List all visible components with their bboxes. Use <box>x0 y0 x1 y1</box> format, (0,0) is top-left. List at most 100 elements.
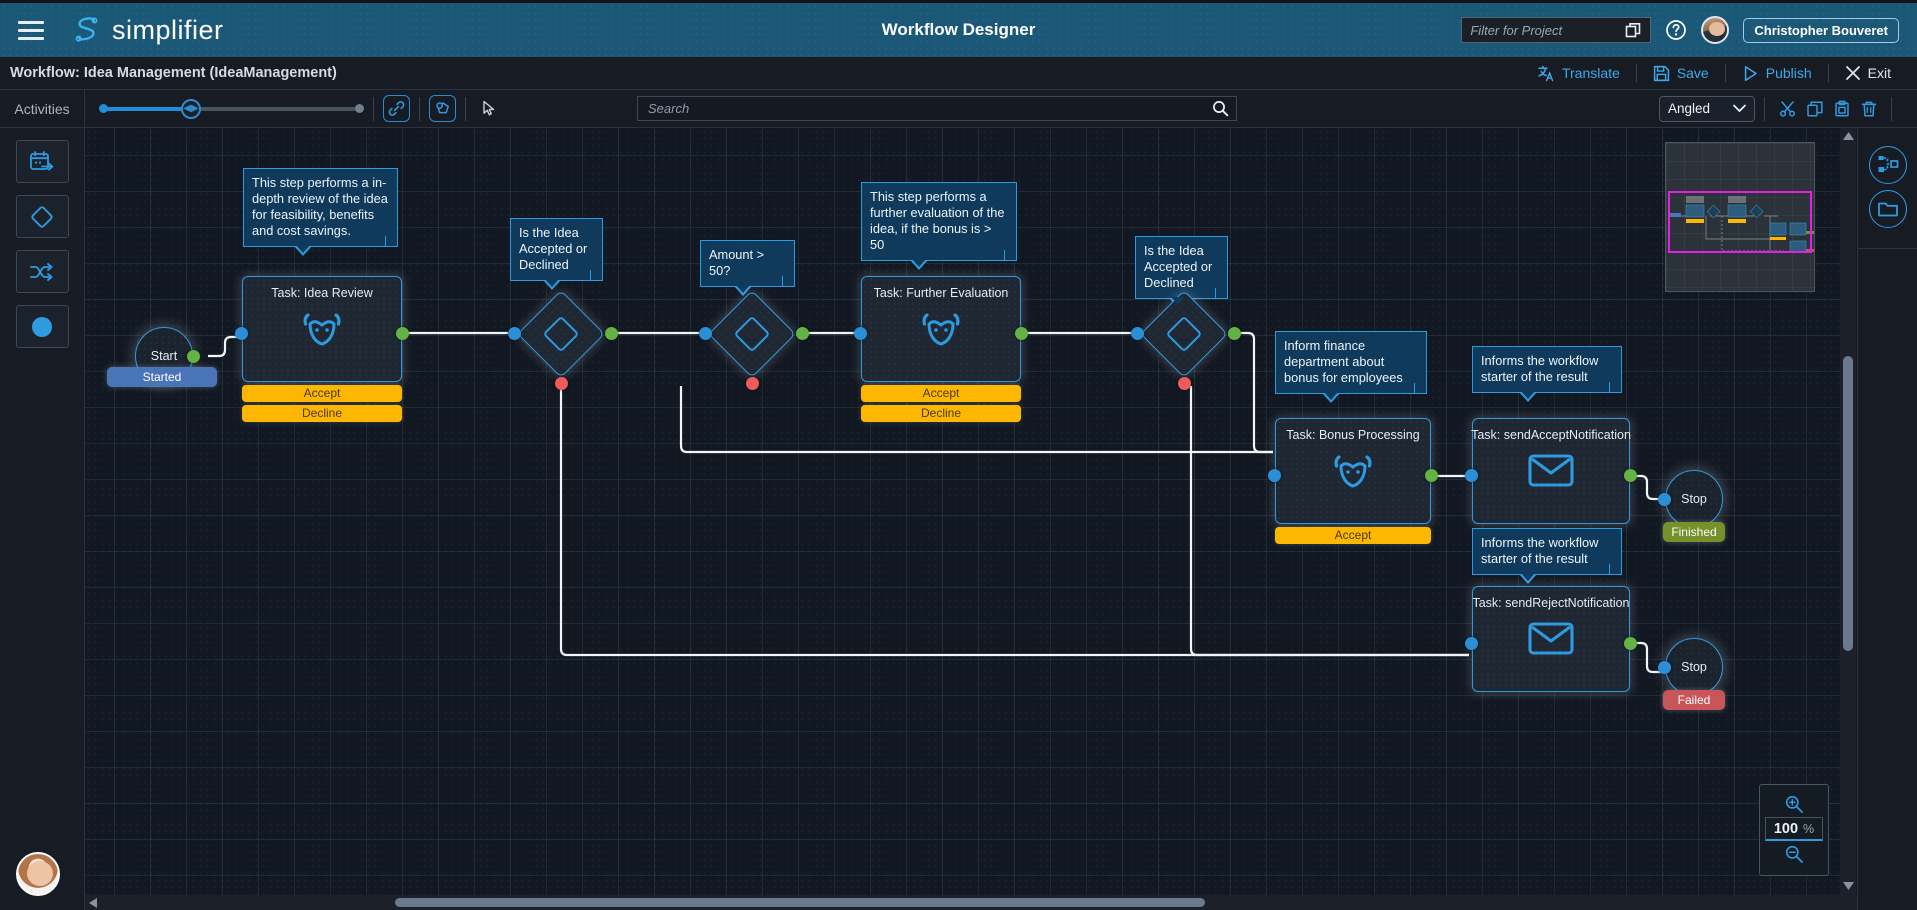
right-panel-group <box>1858 128 1917 249</box>
gateway-shape[interactable] <box>517 290 605 378</box>
port-out[interactable] <box>1228 327 1241 340</box>
structure-panel-button[interactable] <box>1869 146 1907 184</box>
search-icon[interactable] <box>1212 100 1229 117</box>
workflow-canvas[interactable]: Start Started This step performs a in-de… <box>85 128 1857 910</box>
port-in[interactable] <box>1268 469 1281 482</box>
translate-button[interactable]: Translate <box>1522 62 1636 84</box>
button-accept[interactable]: Accept <box>242 385 402 402</box>
port-out[interactable] <box>1015 327 1028 340</box>
exit-button[interactable]: Exit <box>1829 62 1907 84</box>
scroll-left-arrow-icon[interactable] <box>89 898 97 908</box>
pointer-button[interactable] <box>475 95 502 122</box>
port-in[interactable] <box>1465 637 1478 650</box>
port-in[interactable] <box>508 327 521 340</box>
publish-button[interactable]: Publish <box>1726 62 1828 84</box>
node-stop-finished[interactable]: Stop <box>1665 470 1723 528</box>
folder-icon <box>1877 199 1899 219</box>
canvas-vertical-scrollbar[interactable] <box>1840 128 1856 910</box>
gateway-shape[interactable] <box>708 290 796 378</box>
link-button[interactable] <box>383 95 410 122</box>
port-error[interactable] <box>746 377 759 390</box>
stop-node-label: Stop <box>1681 492 1707 506</box>
port-error[interactable] <box>555 377 568 390</box>
vertical-scroll-thumb[interactable] <box>1843 356 1853 651</box>
button-decline[interactable]: Decline <box>242 405 402 422</box>
link-icon <box>388 100 405 117</box>
palette-item-event-activity[interactable] <box>16 305 69 348</box>
button-accept[interactable]: Accept <box>1275 527 1431 544</box>
node-send-reject-notification[interactable]: Task: sendRejectNotification <box>1472 586 1630 692</box>
copy-icon[interactable] <box>1625 22 1642 39</box>
palette-item-gateway-activity[interactable] <box>16 195 69 238</box>
button-accept[interactable]: Accept <box>861 385 1021 402</box>
stop-node-shape[interactable]: Stop <box>1665 470 1723 528</box>
port-out[interactable] <box>1425 469 1438 482</box>
minimap[interactable] <box>1665 142 1815 292</box>
port-in[interactable] <box>699 327 712 340</box>
palette-item-branch-activity[interactable] <box>16 250 69 293</box>
workflow-subheader: Workflow: Idea Management (IdeaManagemen… <box>0 57 1917 90</box>
search-input[interactable] <box>637 96 1237 121</box>
node-further-evaluation[interactable]: Task: Further Evaluation Accept Decline <box>861 276 1021 422</box>
zoom-out-button[interactable] <box>1784 841 1804 867</box>
port-out[interactable] <box>605 327 618 340</box>
horizontal-scroll-thumb[interactable] <box>395 898 1205 907</box>
stop-node-shape[interactable]: Stop <box>1665 638 1723 696</box>
hamburger-icon[interactable] <box>18 20 44 40</box>
port-in[interactable] <box>1658 661 1671 674</box>
port-out[interactable] <box>796 327 809 340</box>
status-badge-finished: Finished <box>1663 522 1725 542</box>
node-stop-failed[interactable]: Stop <box>1665 638 1723 696</box>
button-decline[interactable]: Decline <box>861 405 1021 422</box>
node-idea-review[interactable]: Task: Idea Review Accept Decline <box>242 276 402 422</box>
delete-button[interactable] <box>1855 95 1882 122</box>
zoom-slider[interactable]: ◀▶ <box>99 103 364 115</box>
port-in[interactable] <box>1658 493 1671 506</box>
port-out[interactable] <box>396 327 409 340</box>
task-shape[interactable]: Task: Further Evaluation <box>861 276 1021 382</box>
node-gateway-3[interactable] <box>1153 303 1215 365</box>
task-shape[interactable]: Task: sendAcceptNotification <box>1472 418 1630 524</box>
port-in[interactable] <box>854 327 867 340</box>
connector-style-select[interactable]: Angled <box>1659 96 1755 122</box>
avatar[interactable] <box>1701 16 1729 44</box>
scroll-up-arrow-icon[interactable] <box>1843 132 1854 140</box>
port-out[interactable] <box>1624 637 1637 650</box>
zoom-value-field[interactable]: 100 % <box>1765 817 1823 841</box>
scroll-down-arrow-icon[interactable] <box>1843 882 1854 890</box>
node-bonus-processing[interactable]: Task: Bonus Processing Accept <box>1275 418 1431 544</box>
exit-label: Exit <box>1868 65 1891 81</box>
node-send-accept-notification[interactable]: Task: sendAcceptNotification <box>1472 418 1630 524</box>
copy-button[interactable] <box>1801 95 1828 122</box>
folder-panel-button[interactable] <box>1869 190 1907 228</box>
palette-item-task-activity[interactable] <box>16 140 69 183</box>
help-circle-icon[interactable] <box>1665 19 1687 41</box>
paste-button[interactable] <box>1828 95 1855 122</box>
project-filter-input[interactable]: Filter for Project <box>1461 17 1651 43</box>
port-in[interactable] <box>235 327 248 340</box>
shape-settings-button[interactable] <box>429 95 456 122</box>
dogear-icon <box>1610 381 1621 392</box>
node-gateway-2[interactable] <box>721 303 783 365</box>
user-name-chip[interactable]: Christopher Bouveret <box>1743 18 1899 43</box>
zoom-control[interactable]: 100 % <box>1759 784 1829 876</box>
port-out[interactable] <box>187 350 200 363</box>
port-out[interactable] <box>1624 469 1637 482</box>
user-avatar[interactable] <box>16 852 60 896</box>
canvas-horizontal-scrollbar[interactable] <box>85 895 1857 910</box>
save-button[interactable]: Save <box>1637 62 1725 84</box>
minimap-viewport[interactable] <box>1668 191 1812 253</box>
task-shape[interactable]: Task: Bonus Processing <box>1275 418 1431 524</box>
tooltip-idea-review: This step performs a in-depth review of … <box>243 168 398 247</box>
task-shape[interactable]: Task: sendRejectNotification <box>1472 586 1630 692</box>
task-shape[interactable]: Task: Idea Review <box>242 276 402 382</box>
divider <box>419 97 420 121</box>
canvas-search[interactable] <box>637 96 1237 121</box>
port-in[interactable] <box>1465 469 1478 482</box>
cut-button[interactable] <box>1774 95 1801 122</box>
slider-handle[interactable]: ◀▶ <box>181 99 201 119</box>
node-gateway-1[interactable] <box>530 303 592 365</box>
port-error[interactable] <box>1178 377 1191 390</box>
zoom-in-button[interactable] <box>1784 791 1804 817</box>
port-in[interactable] <box>1131 327 1144 340</box>
